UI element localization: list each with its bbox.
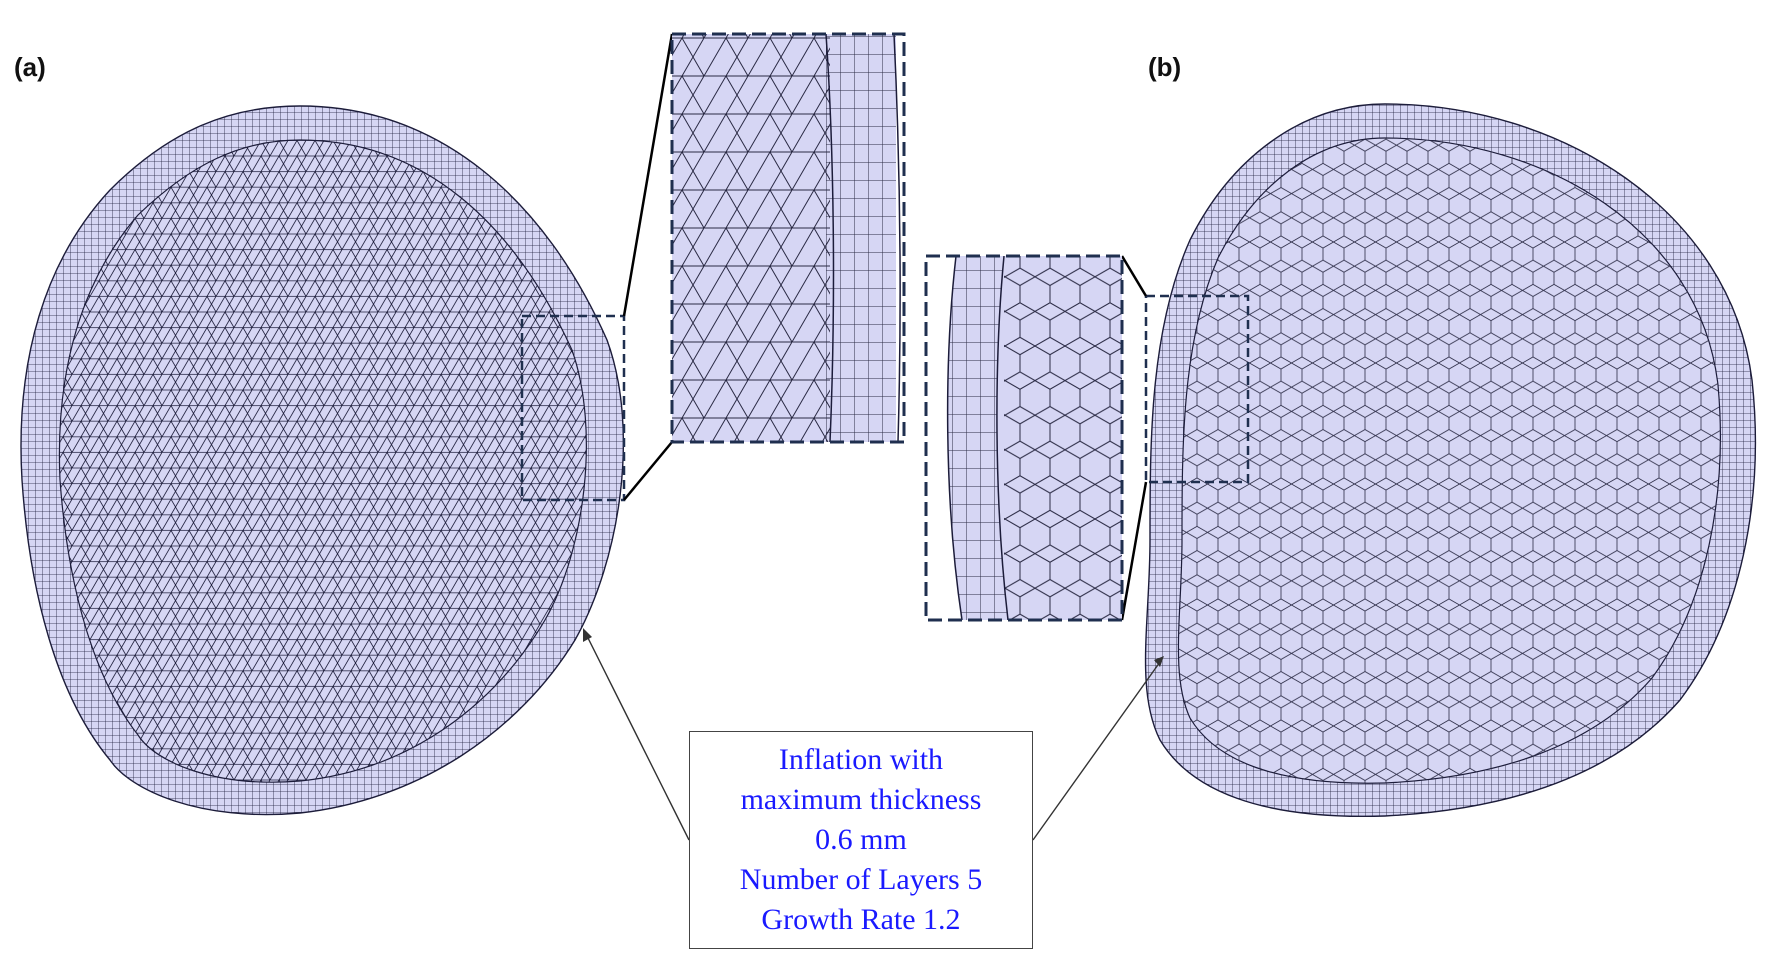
zoom-region-b [1144, 294, 1250, 484]
zoom-connector-a-bottom [623, 441, 673, 501]
panel-label-a: (a) [14, 52, 46, 82]
zoom-region-a [520, 314, 626, 502]
inflation-settings-callout: Inflation with maximum thickness 0.6 mm … [689, 731, 1033, 949]
callout-line-4: Number of Layers 5 [739, 863, 983, 896]
callout-line-1: Inflation with [778, 743, 944, 776]
zoom-inset-a [670, 32, 906, 444]
zoom-inset-b [924, 254, 1124, 622]
zoom-connector-b-bottom [1120, 481, 1148, 621]
zoom-connector-a-top [622, 33, 674, 317]
callout-line-3: 0.6 mm [815, 823, 907, 856]
zoom-connector-b-top [1120, 255, 1148, 297]
callout-arrow-b [1032, 656, 1164, 841]
mesh-b [1144, 103, 1757, 818]
mesh-a [20, 105, 625, 816]
callout-line-2: maximum thickness [740, 783, 982, 816]
callout-arrow-a [583, 628, 690, 841]
callout-line-5: Growth Rate 1.2 [761, 903, 961, 936]
panel-label-b: (b) [1148, 52, 1182, 82]
